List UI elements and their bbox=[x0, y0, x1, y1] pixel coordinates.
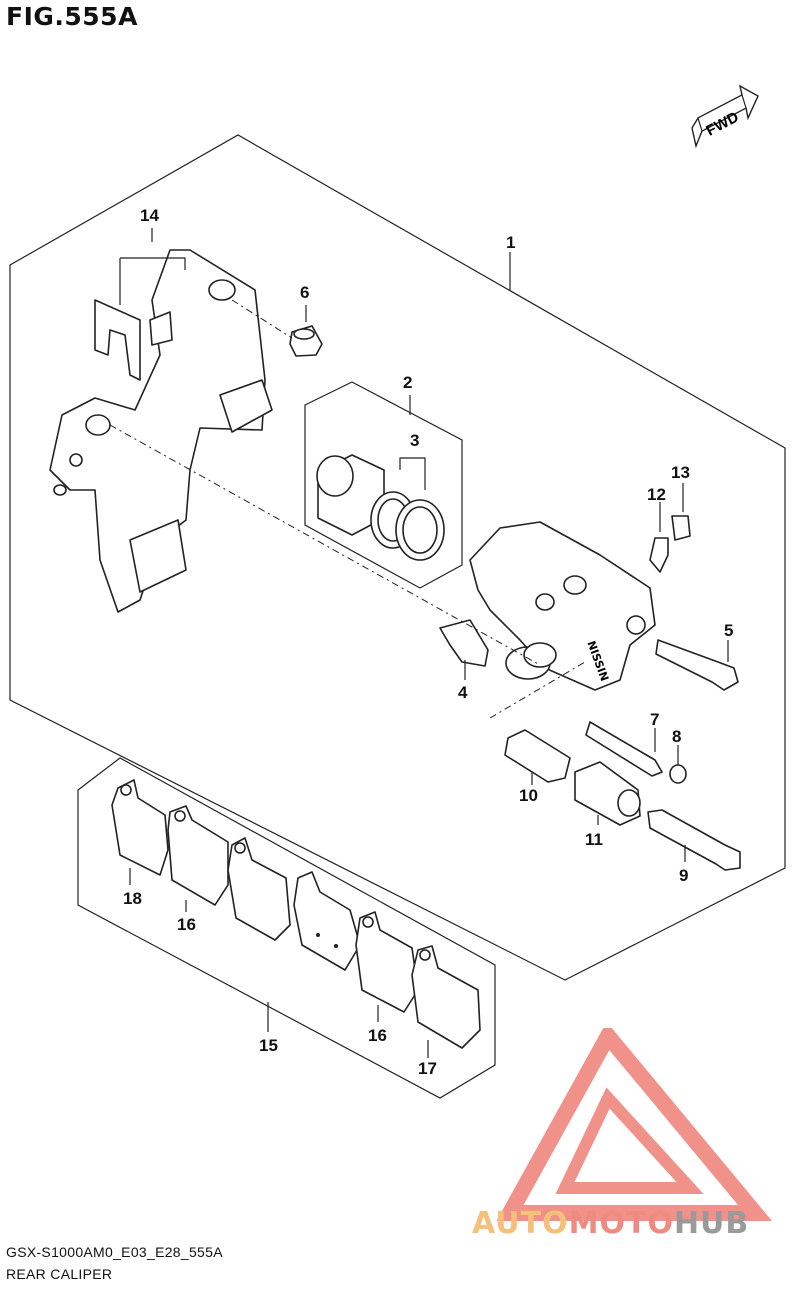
pad-spring bbox=[439, 619, 489, 667]
watermark-part-moto: MOTO bbox=[568, 1206, 674, 1241]
caliper-sleeve bbox=[504, 729, 571, 783]
callout-5: 5 bbox=[724, 621, 733, 640]
callout-8: 8 bbox=[672, 727, 681, 746]
callout-9: 9 bbox=[679, 866, 688, 885]
piston-group-outline bbox=[304, 381, 463, 589]
pad-group-outline bbox=[77, 757, 496, 1099]
caliper-body: NISSIN bbox=[469, 521, 656, 691]
diagram-name: REAR CALIPER bbox=[6, 1266, 113, 1282]
diagram-code: GSX-S1000AM0_E03_E28_555A bbox=[6, 1244, 223, 1260]
callout-12: 12 bbox=[647, 485, 666, 504]
brake-pad-16-left bbox=[167, 805, 229, 906]
callout-13: 13 bbox=[671, 463, 690, 482]
callout-1: 1 bbox=[506, 233, 515, 252]
caliper-spacer bbox=[505, 642, 557, 680]
callout-15: 15 bbox=[259, 1036, 278, 1055]
caliper-bracket bbox=[49, 249, 273, 613]
callout-7: 7 bbox=[650, 710, 659, 729]
piston-seals bbox=[370, 491, 445, 561]
slide-pin bbox=[655, 639, 739, 691]
watermark-logo-icon bbox=[496, 1028, 773, 1221]
watermark-text: AUTOMOTOHUB bbox=[472, 1206, 749, 1241]
brake-pad-17 bbox=[411, 945, 481, 1049]
figure-title: FIG.555A bbox=[6, 2, 138, 31]
bleeder-valve bbox=[649, 537, 669, 573]
brake-pad-center bbox=[293, 871, 361, 971]
callout-6: 6 bbox=[300, 283, 309, 302]
brake-pad-shim bbox=[227, 837, 291, 941]
pad-pin bbox=[585, 721, 663, 777]
callout-14: 14 bbox=[140, 206, 159, 225]
mounting-bolt bbox=[647, 809, 741, 871]
brake-pad-18 bbox=[111, 779, 169, 876]
bleeder-cap bbox=[671, 515, 691, 541]
callout-16-right: 16 bbox=[368, 1026, 387, 1045]
callout-11: 11 bbox=[585, 830, 603, 849]
callout-10: 10 bbox=[519, 786, 538, 805]
sleeve-boot bbox=[574, 761, 641, 826]
callout-3: 3 bbox=[410, 431, 419, 450]
leader-lines bbox=[119, 228, 729, 1058]
brake-pad-16-right bbox=[355, 911, 419, 1013]
callout-16-left: 16 bbox=[177, 915, 196, 934]
fwd-arrow-icon: FWD bbox=[691, 84, 759, 149]
callout-18: 18 bbox=[123, 889, 142, 908]
assembly-outline bbox=[9, 134, 786, 981]
watermark-part-hub: HUB bbox=[673, 1206, 750, 1241]
bolt-boot bbox=[289, 325, 323, 357]
callout-4: 4 bbox=[458, 683, 468, 702]
callout-2: 2 bbox=[403, 373, 412, 392]
watermark-part-auto: AUTO bbox=[472, 1206, 569, 1241]
callout-17: 17 bbox=[418, 1059, 437, 1078]
pad-pin-plug bbox=[669, 764, 687, 784]
